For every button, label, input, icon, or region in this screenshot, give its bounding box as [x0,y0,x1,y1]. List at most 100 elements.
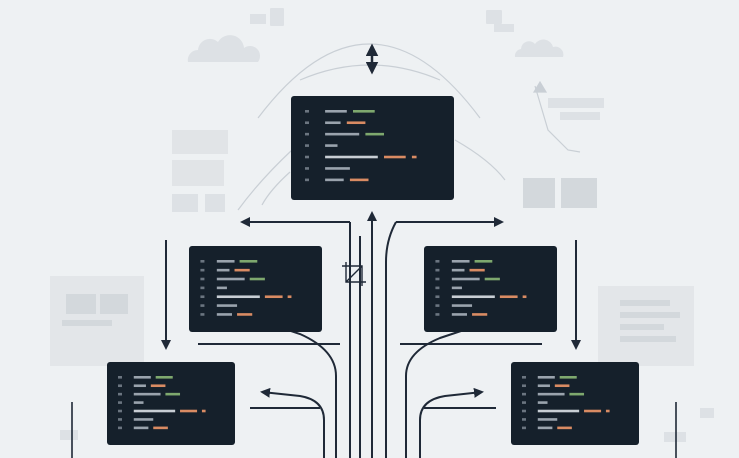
ghost-block [494,24,514,32]
ghost-block [620,324,664,330]
code-token [216,286,227,290]
code-token [201,409,206,413]
code-token [474,260,493,263]
line-number-marker [200,295,205,299]
code-token [411,155,417,159]
line-number-marker [117,426,122,430]
code-token [537,409,580,413]
line-number-marker [117,392,122,396]
code-token [325,167,350,170]
line-number-marker [305,178,309,182]
code-panel-bottom-right [511,362,639,445]
ghost-block [62,320,112,326]
ghost-block [100,294,128,314]
line-number-marker [305,144,309,147]
code-token [133,426,149,430]
code-token [216,304,238,307]
connectors [71,43,677,458]
line-number-marker [435,295,440,299]
code-token [349,178,369,182]
code-token [216,260,235,263]
code-token [133,384,146,388]
ghost-block [560,112,600,120]
ghost-block [620,336,676,342]
line-number-marker [305,167,309,170]
code-token [325,155,378,159]
ghost-block [66,294,96,314]
code-token [153,426,168,430]
code-token [237,313,253,316]
code-token [216,277,245,281]
code-token [133,401,144,404]
code-token [287,295,292,299]
line-number-marker [435,304,440,307]
line-number-marker [200,268,205,272]
code-panel-mid-left [189,246,322,332]
code-token [451,313,468,316]
code-token [216,295,260,299]
ghost-icon-tile [561,178,597,208]
ghost-block [548,98,604,108]
code-token [325,132,360,136]
line-number-marker [200,313,205,316]
code-token [234,268,250,272]
ghost-icon-tile [523,178,555,208]
code-panel-background [511,362,639,445]
code-panel-background [189,246,322,332]
line-number-marker [305,121,309,125]
code-token [180,409,198,413]
code-token [451,277,480,281]
return-curve [419,387,484,458]
code-token [605,409,610,413]
line-number-marker [521,392,526,396]
branch-curve [251,317,337,458]
line-number-marker [521,384,526,388]
line-number-marker [521,376,526,379]
ghost-block [620,300,670,306]
ghost-block [172,194,198,212]
line-number-marker [117,409,122,413]
cloud-icon [187,35,261,62]
code-token [537,392,565,396]
code-token [569,392,585,396]
code-panel-mid-right [424,246,557,332]
line-number-marker [117,401,122,404]
line-number-marker [435,286,440,290]
line-number-marker [117,376,122,379]
code-token [384,155,406,159]
code-token [584,409,602,413]
code-token [559,376,577,379]
line-number-marker [435,260,440,263]
code-token [133,376,151,379]
code-token [150,384,166,388]
code-token [325,144,338,147]
ghost-block [205,194,225,212]
code-token [155,376,173,379]
code-token [451,268,465,272]
branch-curve [405,327,471,458]
line-number-marker [521,418,526,421]
return-curve [260,387,325,458]
ghost-panel [172,160,224,186]
code-token [484,277,500,281]
code-token [133,418,154,421]
background-decor [50,8,714,442]
code-token [469,268,485,272]
line-number-marker [435,277,440,281]
code-token [264,295,283,299]
crop-icon [342,262,366,286]
line-number-marker [200,304,205,307]
code-token [353,110,375,113]
code-token [499,295,518,299]
line-number-marker [521,426,526,430]
ghost-panel [172,130,228,154]
line-number-marker [200,286,205,290]
line-number-marker [200,260,205,263]
code-panel-bottom-left [107,362,235,445]
line-number-marker [435,268,440,272]
code-token [537,426,553,430]
code-token [133,392,161,396]
code-token [216,313,233,316]
document-icon [486,10,502,24]
